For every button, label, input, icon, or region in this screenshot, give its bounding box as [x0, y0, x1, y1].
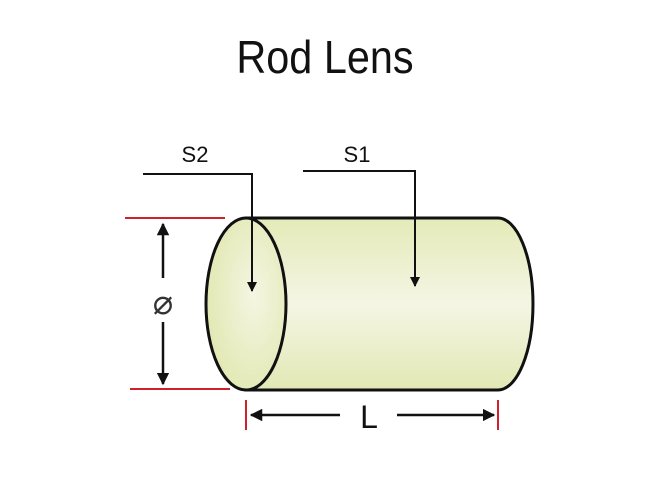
- s2-label: S2: [182, 142, 209, 167]
- s1-label: S1: [344, 142, 371, 167]
- cylinder-body: [244, 216, 535, 392]
- length-label: L: [360, 399, 378, 435]
- diameter-label: ⌀: [153, 284, 173, 322]
- end-face-s2: [204, 216, 288, 392]
- s2-leader: [143, 173, 257, 292]
- diagram-title: Rod Lens: [236, 31, 414, 83]
- s1-leader: [303, 170, 420, 287]
